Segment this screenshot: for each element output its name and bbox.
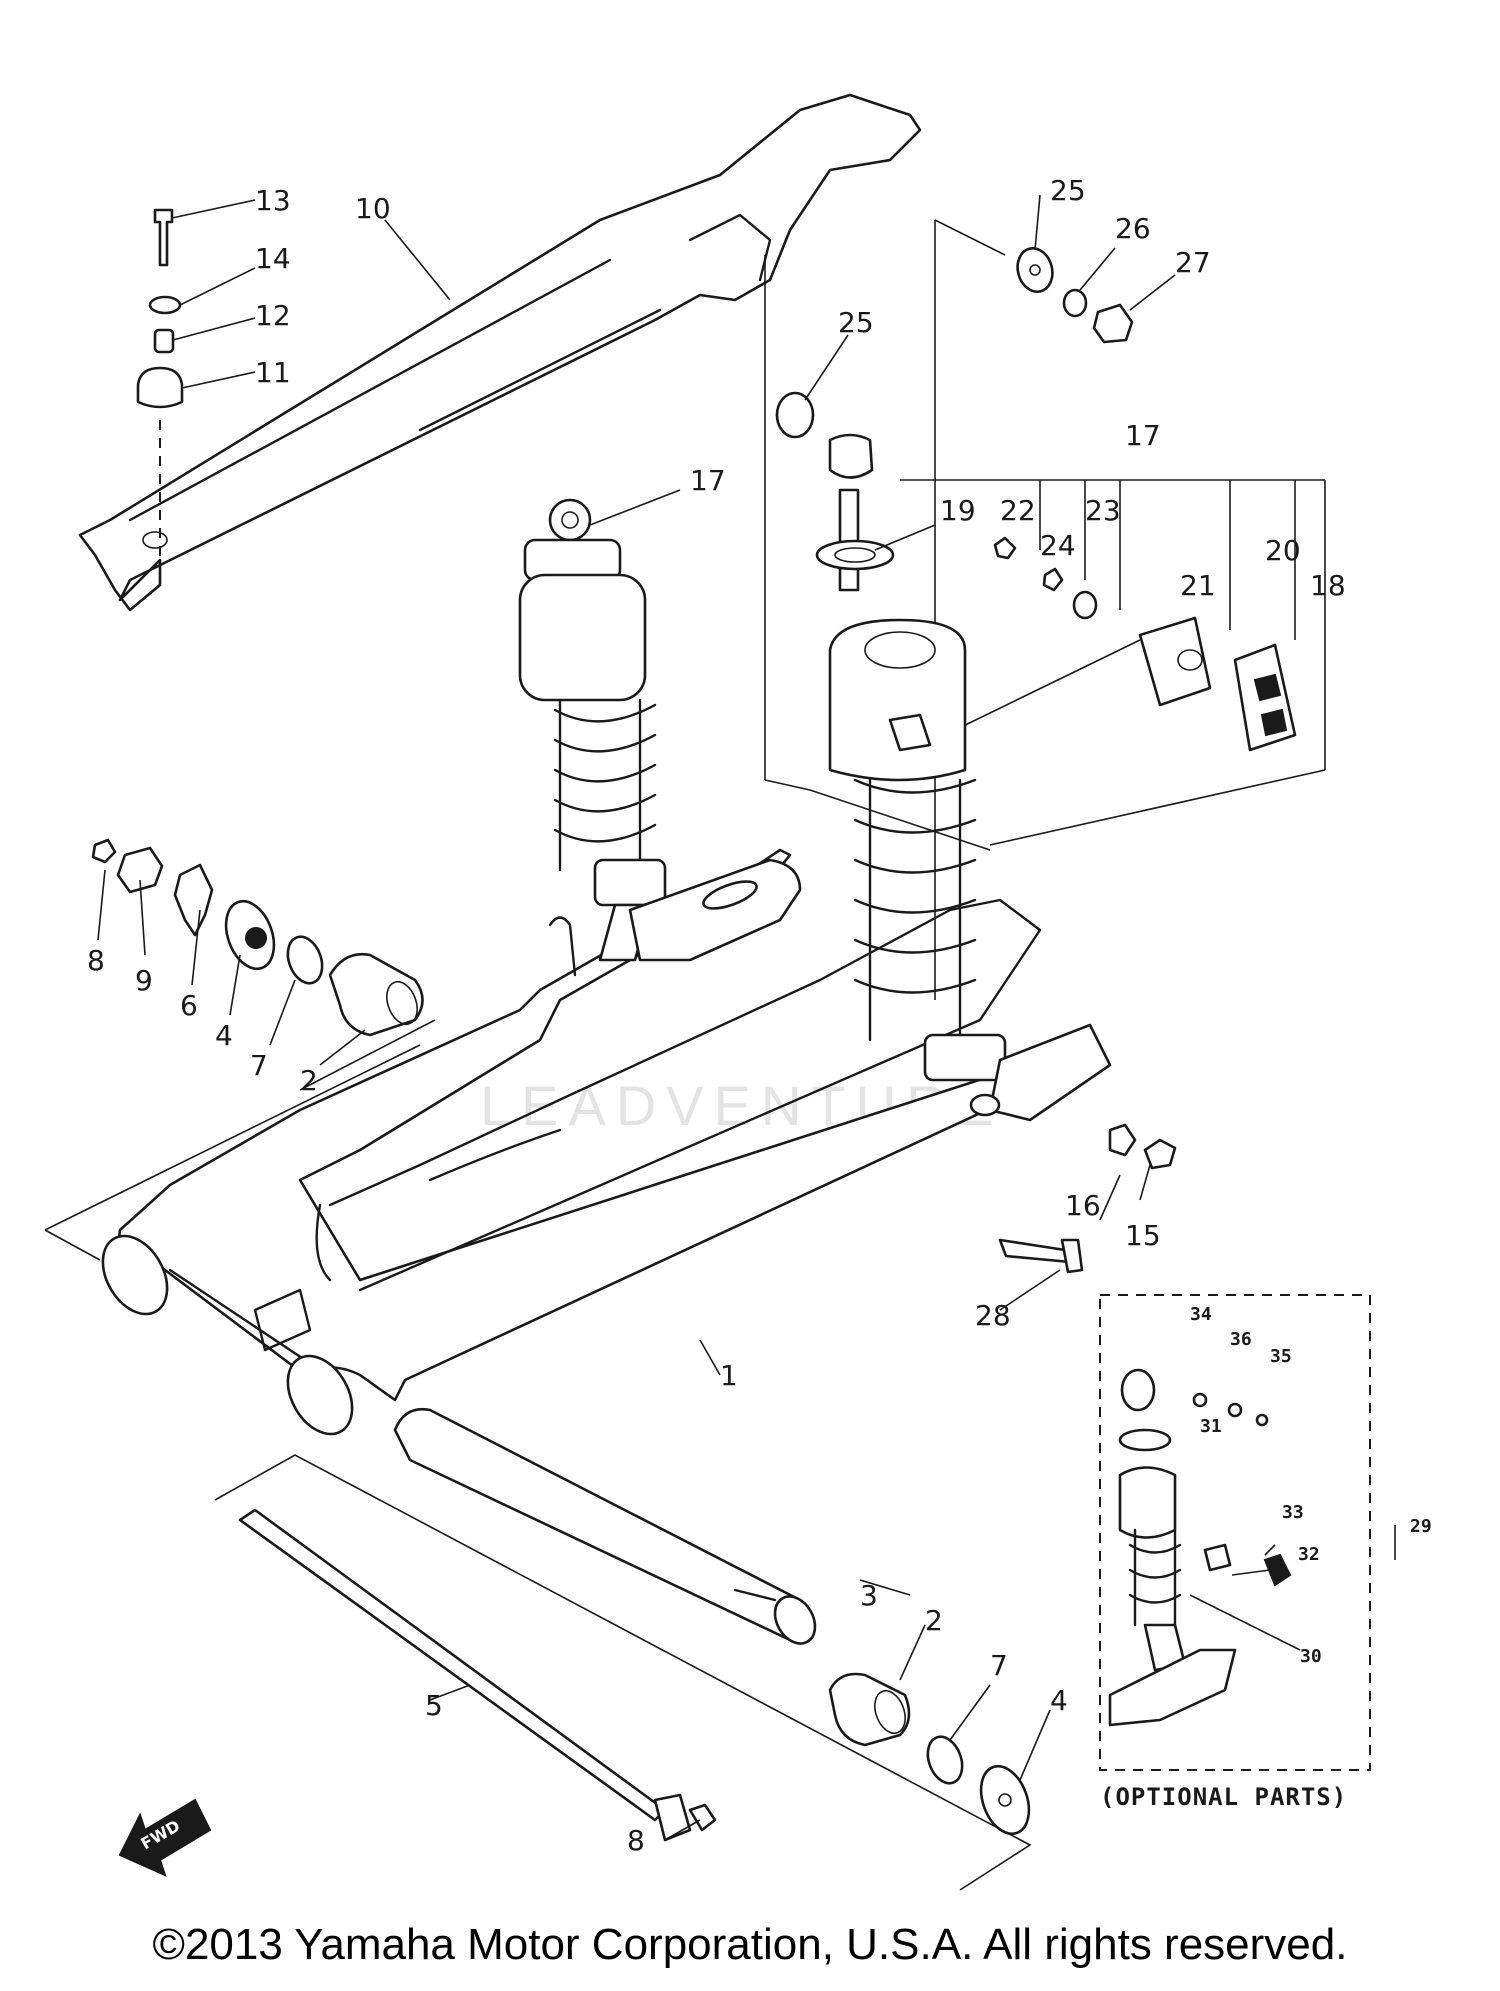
callout-9: 9 [135, 964, 153, 997]
callout-12: 12 [255, 299, 291, 332]
pivot-shaft [393, 1407, 817, 1645]
callout-6: 6 [180, 989, 198, 1022]
callout-3: 3 [860, 1579, 878, 1612]
callout-2-right: 2 [925, 1604, 943, 1637]
bolts [998, 1123, 1177, 1274]
forward-arrow-icon: FWD [118, 1798, 212, 1877]
callout-31: 31 [1200, 1416, 1222, 1437]
callout-36: 36 [1230, 1329, 1252, 1350]
pivot-bolt [238, 1508, 717, 1842]
callout-8-left: 8 [87, 944, 105, 977]
optional-parts-label: (OPTIONAL PARTS) [1100, 1783, 1347, 1811]
callout-24: 24 [1040, 529, 1076, 562]
callout-25-top: 25 [1050, 174, 1086, 207]
callout-33: 33 [1282, 1502, 1304, 1523]
bushing-stack-left [91, 838, 424, 1037]
callout-2-left: 2 [300, 1064, 318, 1097]
callout-7-left: 7 [250, 1049, 268, 1082]
axle-plate [548, 858, 802, 977]
callout-13: 13 [255, 184, 291, 217]
callout-32: 32 [1298, 1544, 1320, 1565]
callout-29: 29 [1410, 1516, 1432, 1537]
callout-5: 5 [425, 1689, 443, 1722]
callout-18: 18 [1310, 569, 1346, 602]
chain-case [78, 93, 922, 612]
mounting-hardware-stack [136, 208, 184, 560]
optional-parts-box: (OPTIONAL PARTS) [1099, 1294, 1396, 1811]
copyright-notice: ©2013 Yamaha Motor Corporation, U.S.A. A… [152, 1920, 1348, 1969]
callout-30: 30 [1300, 1646, 1322, 1667]
callout-16: 16 [1065, 1189, 1101, 1222]
callout-26: 26 [1115, 212, 1151, 245]
callout-4-left: 4 [215, 1019, 233, 1052]
shock-absorber-right [775, 401, 1112, 1122]
callout-17-left: 17 [690, 464, 726, 497]
callout-8-right: 8 [627, 1824, 645, 1857]
callout-7-right: 7 [990, 1649, 1008, 1682]
shock-hardware [775, 246, 1297, 752]
exploded-parts-diagram: LEADVENTURE [44, 93, 1432, 1891]
callout-14: 14 [255, 242, 291, 275]
callout-4-right: 4 [1050, 1684, 1068, 1717]
callout-15: 15 [1125, 1219, 1161, 1252]
leader-lines [97, 194, 1176, 1841]
callout-22: 22 [1000, 494, 1036, 527]
callout-23: 23 [1085, 494, 1121, 527]
callout-20: 20 [1265, 534, 1301, 567]
assembly-guide-lines [44, 219, 1326, 1891]
callout-27: 27 [1175, 246, 1211, 279]
callout-11: 11 [255, 356, 291, 389]
callout-17-right: 17 [1125, 419, 1161, 452]
callout-1: 1 [720, 1359, 738, 1392]
callout-25-mid: 25 [838, 306, 874, 339]
callout-34: 34 [1190, 1304, 1212, 1325]
callout-35: 35 [1270, 1346, 1292, 1367]
callout-21: 21 [1180, 569, 1216, 602]
bushing-stack-right [828, 1672, 1031, 1836]
callout-10: 10 [355, 192, 391, 225]
callout-28: 28 [975, 1299, 1011, 1332]
callout-19: 19 [940, 494, 976, 527]
shock-absorber-left [518, 498, 667, 962]
callout-numbers: 13 14 12 11 10 17 25 26 27 25 17 19 22 2… [87, 174, 1432, 1857]
